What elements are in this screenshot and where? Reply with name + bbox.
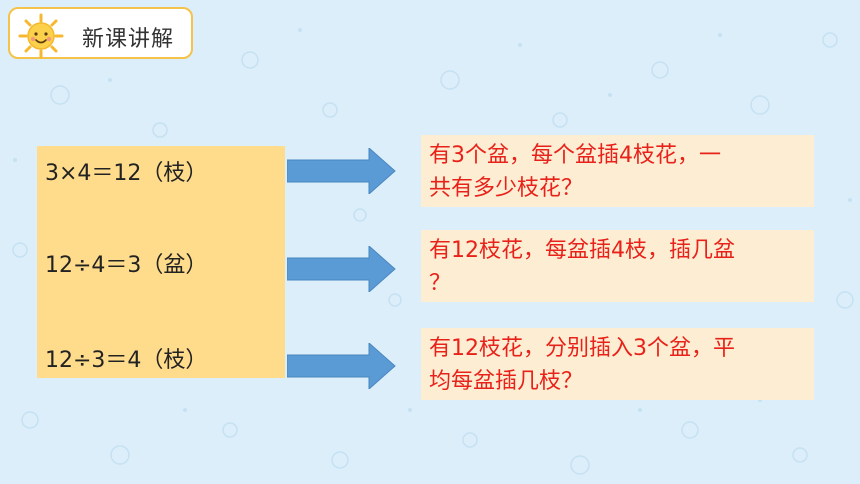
question-1-line-1: 有3个盆，每个盆插4枝花，一 [429,143,721,168]
sun-icon [18,13,64,59]
question-3-line-1: 有12枝花，分别插入3个盆，平 [429,336,735,361]
section-title: 新课讲解 [82,27,175,52]
question-1-line-2: 共有多少枝花？ [429,176,584,201]
question-box-1: 有3个盆，每个盆插4枝花，一 共有多少枝花？ [421,135,814,207]
equation-2: 12÷4＝3（盆） [45,253,208,278]
question-3-line-2: 均每盆插几枝？ [429,369,584,394]
question-2-line-1: 有12枝花，每盆插4枝，插几盆 [429,238,735,263]
question-box-3: 有12枝花，分别插入3个盆，平 均每盆插几枝？ [421,328,814,400]
arrow-right-icon [287,343,396,389]
arrow-right-icon [287,148,396,194]
arrow-right-icon [287,246,396,292]
equation-panel: 3×4＝12（枝） 12÷4＝3（盆） 12÷3＝4（枝） [37,146,285,378]
equation-1: 3×4＝12（枝） [45,161,208,186]
question-2-line-2: ？ [429,271,452,296]
equation-3: 12÷3＝4（枝） [45,348,208,373]
question-box-2: 有12枝花，每盆插4枝，插几盆 ？ [421,230,814,302]
section-header-badge: 新课讲解 [8,7,193,59]
